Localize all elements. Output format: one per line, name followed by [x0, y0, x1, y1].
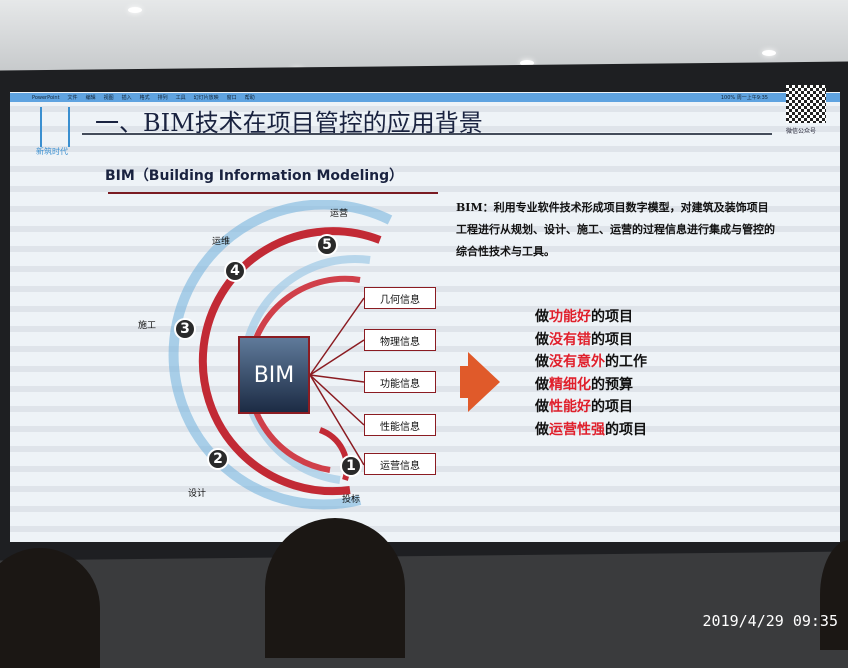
goal-pre: 做: [535, 421, 549, 438]
qr-label: 微信公众号: [786, 128, 817, 135]
menu-item[interactable]: 格式: [139, 95, 150, 101]
goal-post: 的工作: [605, 354, 647, 370]
ceiling-light: [520, 60, 534, 66]
stage-number: 2: [207, 448, 229, 470]
info-box: 性能信息: [364, 414, 436, 436]
stage-label: 运营: [330, 209, 349, 219]
arrow-icon: [468, 352, 500, 412]
goal-post: 的项目: [591, 331, 633, 348]
audience-head: [820, 540, 848, 650]
audience-head: [0, 548, 100, 668]
logo-text: 新筑时代: [36, 147, 68, 156]
stage-number: 3: [174, 318, 196, 340]
menu-item[interactable]: 文件: [67, 95, 78, 101]
menu-item[interactable]: 幻灯片放映: [193, 95, 219, 101]
description: BIM：利用专业软件技术形成项目数字模型，对建筑及装饰项目工程进行从规划、设计、…: [456, 197, 776, 263]
goal-post: 的项目: [605, 421, 647, 438]
goal-highlight: 精细化: [549, 376, 591, 393]
logo-icon: [40, 107, 70, 147]
menu-item[interactable]: 编辑: [85, 95, 96, 101]
goal-item: 做功能好的项目: [535, 306, 647, 329]
menu-item[interactable]: 工具: [175, 95, 186, 101]
menu-item[interactable]: 视图: [103, 95, 114, 101]
slide-title: 一、BIM技术在项目管控的应用背景: [95, 109, 483, 137]
bim-model: BIM: [238, 336, 310, 414]
stage-number: 5: [316, 234, 338, 256]
goal-highlight: 没有意外: [549, 354, 605, 370]
stage-label: 投标: [342, 495, 361, 505]
info-box: 运营信息: [364, 453, 436, 475]
info-box: 几何信息: [364, 287, 436, 309]
desc-text: ：利用专业软件技术形成项目数字模型，对建筑及装饰项目工程进行从规划、设计、施工、…: [456, 201, 775, 258]
stage-label: 运维: [212, 237, 231, 247]
status-clock: 100% 周一上午9:35: [720, 95, 768, 101]
stage-label: 施工: [138, 321, 157, 331]
goal-post: 的项目: [591, 399, 633, 415]
goal-item: 做没有意外的工作: [535, 351, 647, 374]
goal-post: 的项目: [591, 309, 633, 325]
divider: [108, 192, 438, 194]
goal-post: 的预算: [591, 376, 633, 393]
subtitle: BIM（Building Information Modeling）: [105, 168, 404, 184]
desc-label: BIM: [456, 201, 483, 214]
goal-highlight: 性能好: [549, 399, 591, 415]
goal-item: 做运营性强的项目: [535, 419, 647, 442]
goal-item: 做没有错的项目: [535, 329, 647, 352]
goal-item: 做精细化的预算: [535, 374, 647, 397]
menu-item[interactable]: 插入: [121, 95, 132, 101]
stage-label: 设计: [188, 489, 207, 499]
goal-pre: 做: [535, 399, 549, 415]
qr-code-icon: [786, 85, 826, 123]
photo-timestamp: 2019/4/29 09:35: [702, 612, 838, 630]
divider: [82, 133, 772, 135]
audience-head: [265, 518, 405, 658]
ceiling-light: [128, 7, 142, 13]
menu-item[interactable]: PowerPoint: [32, 94, 60, 101]
stage-number: 4: [224, 260, 246, 282]
info-box: 物理信息: [364, 329, 436, 351]
goal-pre: 做: [535, 376, 549, 393]
menu-bar: PowerPoint 文件 编辑 视图 插入 格式 排列 工具 幻灯片放映 窗口…: [10, 93, 840, 102]
menu-item[interactable]: 帮助: [244, 95, 255, 101]
goals-list: 做功能好的项目 做没有错的项目 做没有意外的工作 做精细化的预算 做性能好的项目…: [535, 306, 647, 441]
info-box: 功能信息: [364, 371, 436, 393]
goal-highlight: 功能好: [549, 309, 591, 325]
goal-pre: 做: [535, 309, 549, 325]
goal-item: 做性能好的项目: [535, 396, 647, 419]
goal-pre: 做: [535, 331, 549, 348]
menu-item[interactable]: 窗口: [226, 95, 237, 101]
menu-item[interactable]: 排列: [157, 95, 168, 101]
goal-highlight: 运营性强: [549, 421, 605, 438]
ceiling-light: [762, 50, 776, 56]
goal-pre: 做: [535, 354, 549, 370]
stage-number: 1: [340, 455, 362, 477]
goal-highlight: 没有错: [549, 331, 591, 348]
